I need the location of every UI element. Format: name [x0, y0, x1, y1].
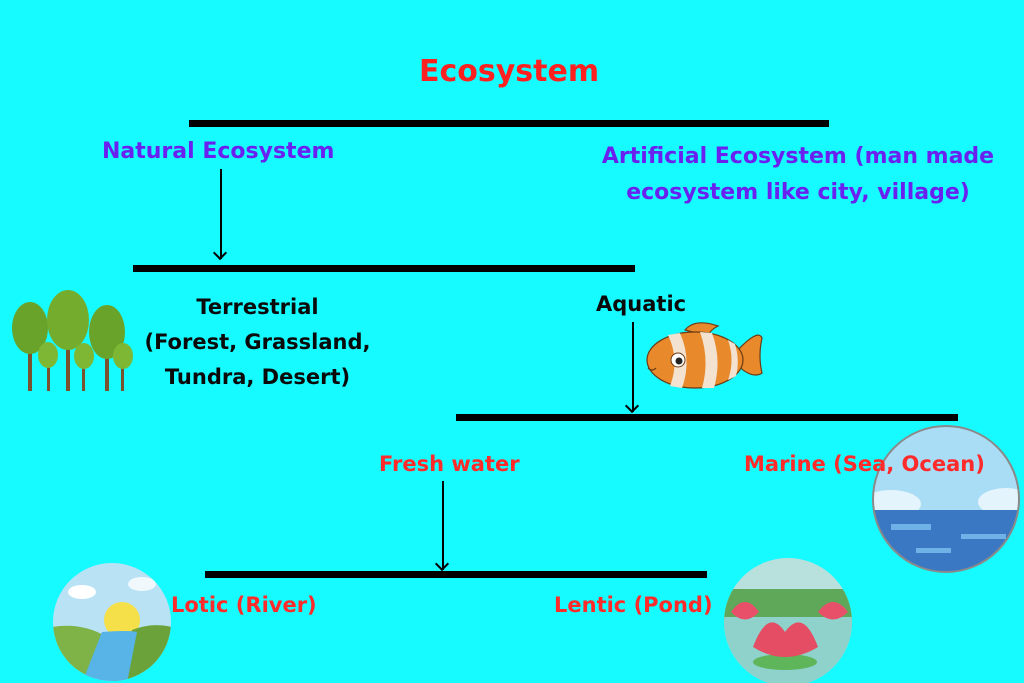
lotus-pond-icon [724, 558, 852, 683]
freshwater-label: Fresh water [379, 452, 520, 476]
terrestrial-line2: (Forest, Grassland, [144, 330, 371, 354]
ocean-icon [872, 425, 1020, 573]
terrestrial-line1: Terrestrial [196, 295, 319, 319]
terrestrial-line3: Tundra, Desert) [164, 365, 351, 389]
artificial-ecosystem-line1: Artificial Ecosystem (man made [601, 144, 995, 169]
artificial-ecosystem-label: Artificial Ecosystem (man made ecosystem… [583, 139, 1013, 211]
branch-bar-root [189, 120, 829, 127]
branch-bar-natural [133, 265, 635, 272]
river-icon [53, 563, 171, 681]
branch-bar-aquatic [456, 414, 958, 421]
natural-ecosystem-label: Natural Ecosystem [102, 139, 335, 164]
lentic-label: Lentic (Pond) [554, 593, 713, 617]
branch-bar-freshwater [205, 571, 707, 578]
marine-label: Marine (Sea, Ocean) [744, 452, 985, 476]
lotic-label: Lotic (River) [171, 593, 317, 617]
forest-trees-icon [12, 290, 133, 391]
clownfish-icon [646, 322, 763, 389]
aquatic-label: Aquatic [596, 292, 687, 316]
arrow-natural-down [220, 169, 222, 259]
terrestrial-label: Terrestrial (Forest, Grassland, Tundra, … [130, 290, 385, 395]
arrow-freshwater-down [442, 481, 444, 570]
arrow-aquatic-down [632, 322, 634, 412]
diagram-title: Ecosystem [419, 54, 600, 89]
artificial-ecosystem-line2: ecosystem like city, village) [626, 180, 970, 205]
